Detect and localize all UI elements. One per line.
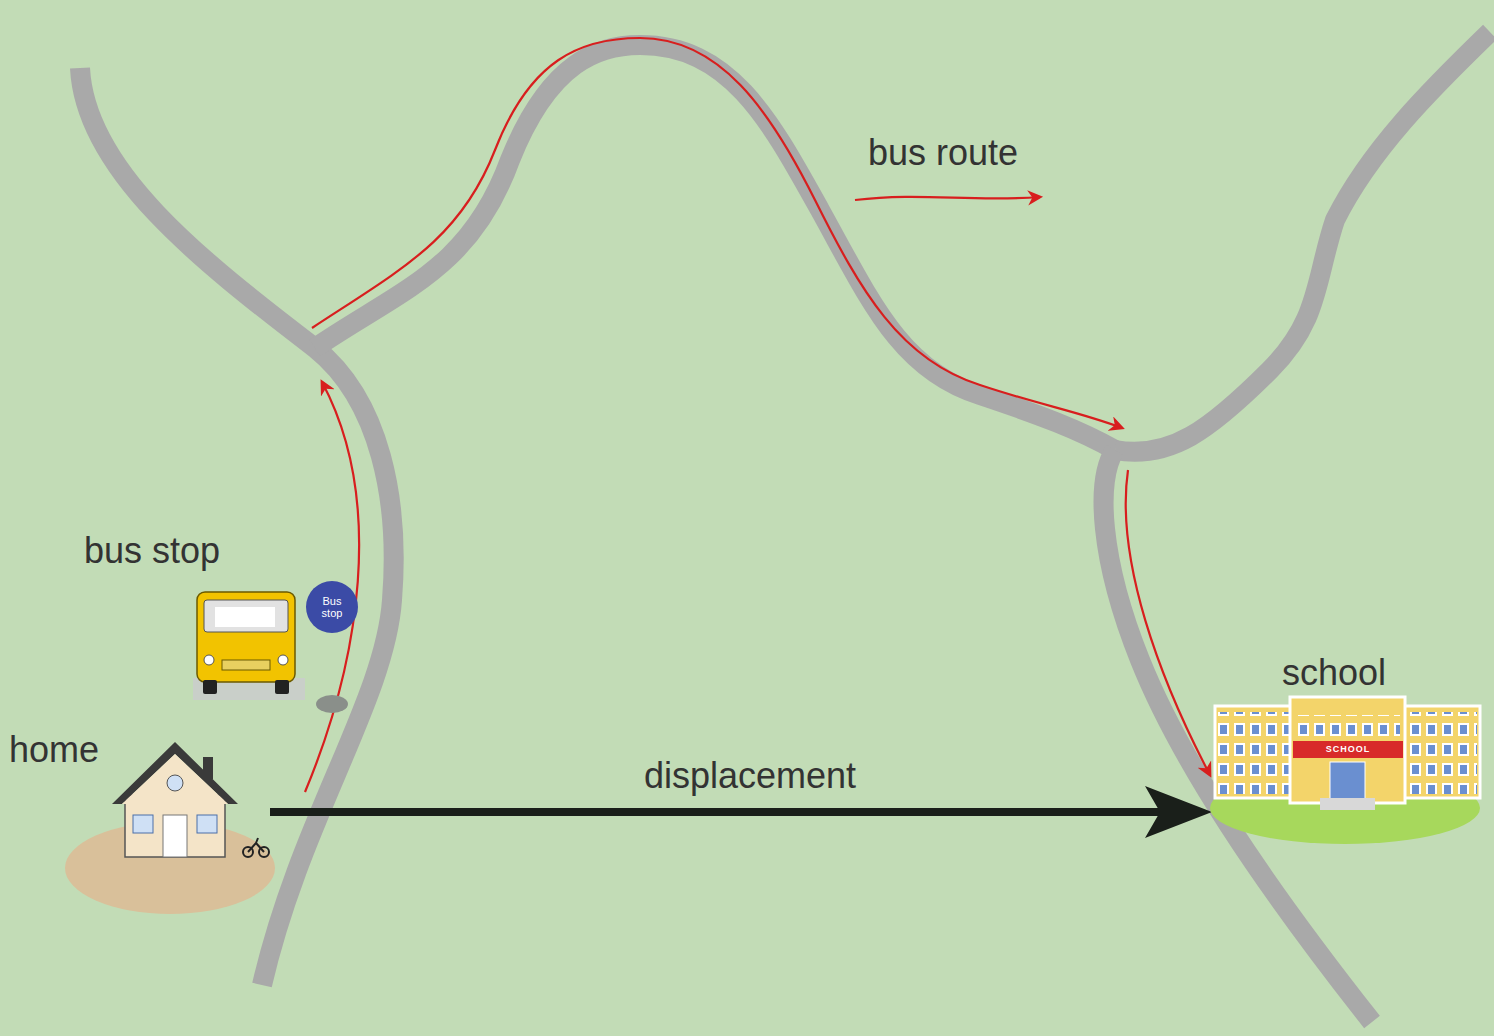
road — [80, 32, 1490, 1022]
house-window — [197, 815, 217, 833]
bus-light — [278, 655, 288, 665]
house-window — [167, 775, 183, 791]
bus-wheel — [203, 680, 217, 694]
house-gable — [122, 754, 228, 804]
bus-light — [204, 655, 214, 665]
displacement-label: displacement — [644, 756, 856, 796]
house-door — [163, 815, 187, 857]
bus-route-arrow — [855, 197, 1040, 200]
chimney — [203, 757, 213, 779]
house-roof — [112, 742, 238, 804]
displacement-arrow — [270, 808, 1160, 816]
sign-text: Bus stop — [315, 595, 349, 619]
school-steps — [1320, 798, 1375, 810]
house-window — [133, 815, 153, 833]
bus-wheel — [275, 680, 289, 694]
bus-route-line — [312, 38, 1122, 428]
school-door — [1330, 762, 1365, 800]
school-windows — [1218, 712, 1290, 794]
route-label: bus route — [868, 133, 1018, 173]
house-wall — [125, 795, 225, 857]
place-label: school — [1282, 653, 1386, 693]
bus-body — [197, 592, 295, 682]
road — [1115, 32, 1490, 452]
bus-icon — [193, 592, 348, 713]
school-sign-text: SCHOOL — [1326, 745, 1371, 755]
school-center — [1290, 697, 1405, 803]
arrowhead — [1145, 786, 1212, 838]
bicycle — [243, 838, 269, 857]
bus-grille — [222, 660, 270, 670]
school-sign — [1293, 741, 1403, 758]
place-label: home — [9, 730, 99, 770]
bus-windshield — [215, 607, 275, 627]
school-windows — [1295, 715, 1400, 741]
bus-stop-sign: Bus stop — [306, 581, 358, 633]
bus-windshield — [204, 600, 288, 632]
school-icon — [1210, 697, 1480, 844]
bicycle — [248, 838, 264, 852]
bus-route-line — [305, 38, 1210, 792]
place-label: bus stop — [84, 531, 220, 571]
bus-route-line — [305, 382, 359, 792]
school-windows — [1405, 712, 1477, 794]
bus-route-line — [1126, 470, 1210, 775]
bus-stop-pole — [316, 695, 348, 713]
